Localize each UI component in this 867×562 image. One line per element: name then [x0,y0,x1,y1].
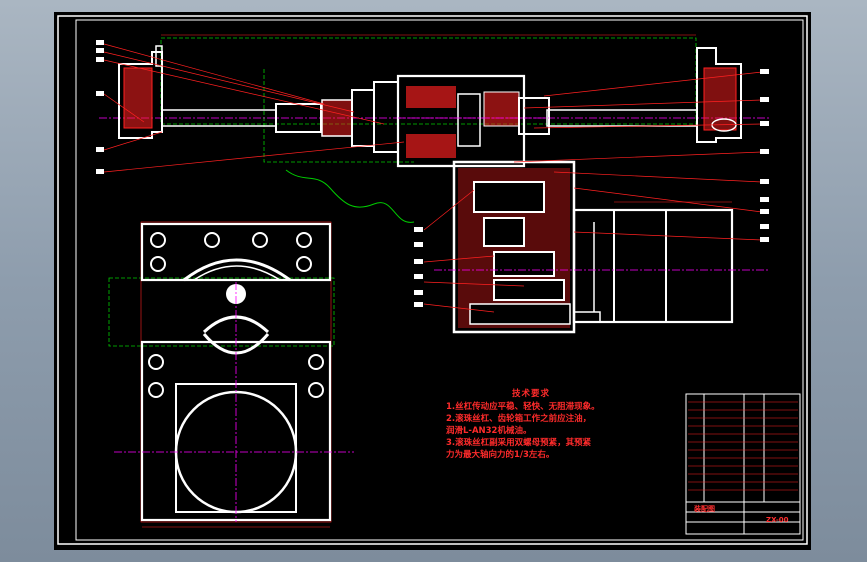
gearbox-section [285,160,769,334]
notes-title: 技术要求 [511,389,550,399]
outer-frame [57,15,808,545]
note-line: 力为最大轴向力的1/3左右。 [446,450,555,460]
screw-assembly [99,34,769,168]
title-block [685,393,801,535]
inner-frame [75,19,804,541]
cad-assembly-drawing [57,15,808,545]
gripper-view [108,221,354,528]
title-block-part-name: 装配图 [694,505,715,513]
leader-lines [103,43,763,313]
motor-body [572,208,734,324]
note-line: 1.丝杠传动应平稳、轻快、无阻滞现象。 [446,402,600,412]
note-line: 润滑L-AN32机械油。 [446,426,532,436]
technical-notes: 技术要求 1.丝杠传动应平稳、轻快、无阻滞现象。 2.滚珠丝杠、齿轮箱工作之前应… [446,388,616,461]
title-block-sheet-ref: ZX-00 [766,516,789,524]
drawing-viewport[interactable]: 技术要求 1.丝杠传动应平稳、轻快、无阻滞现象。 2.滚珠丝杠、齿轮箱工作之前应… [54,12,811,550]
note-line: 3.滚珠丝杠副采用双螺母预紧，其预紧 [446,438,592,448]
note-line: 2.滚珠丝杠、齿轮箱工作之前应注油， [446,414,592,424]
balloon-tags [96,40,769,307]
